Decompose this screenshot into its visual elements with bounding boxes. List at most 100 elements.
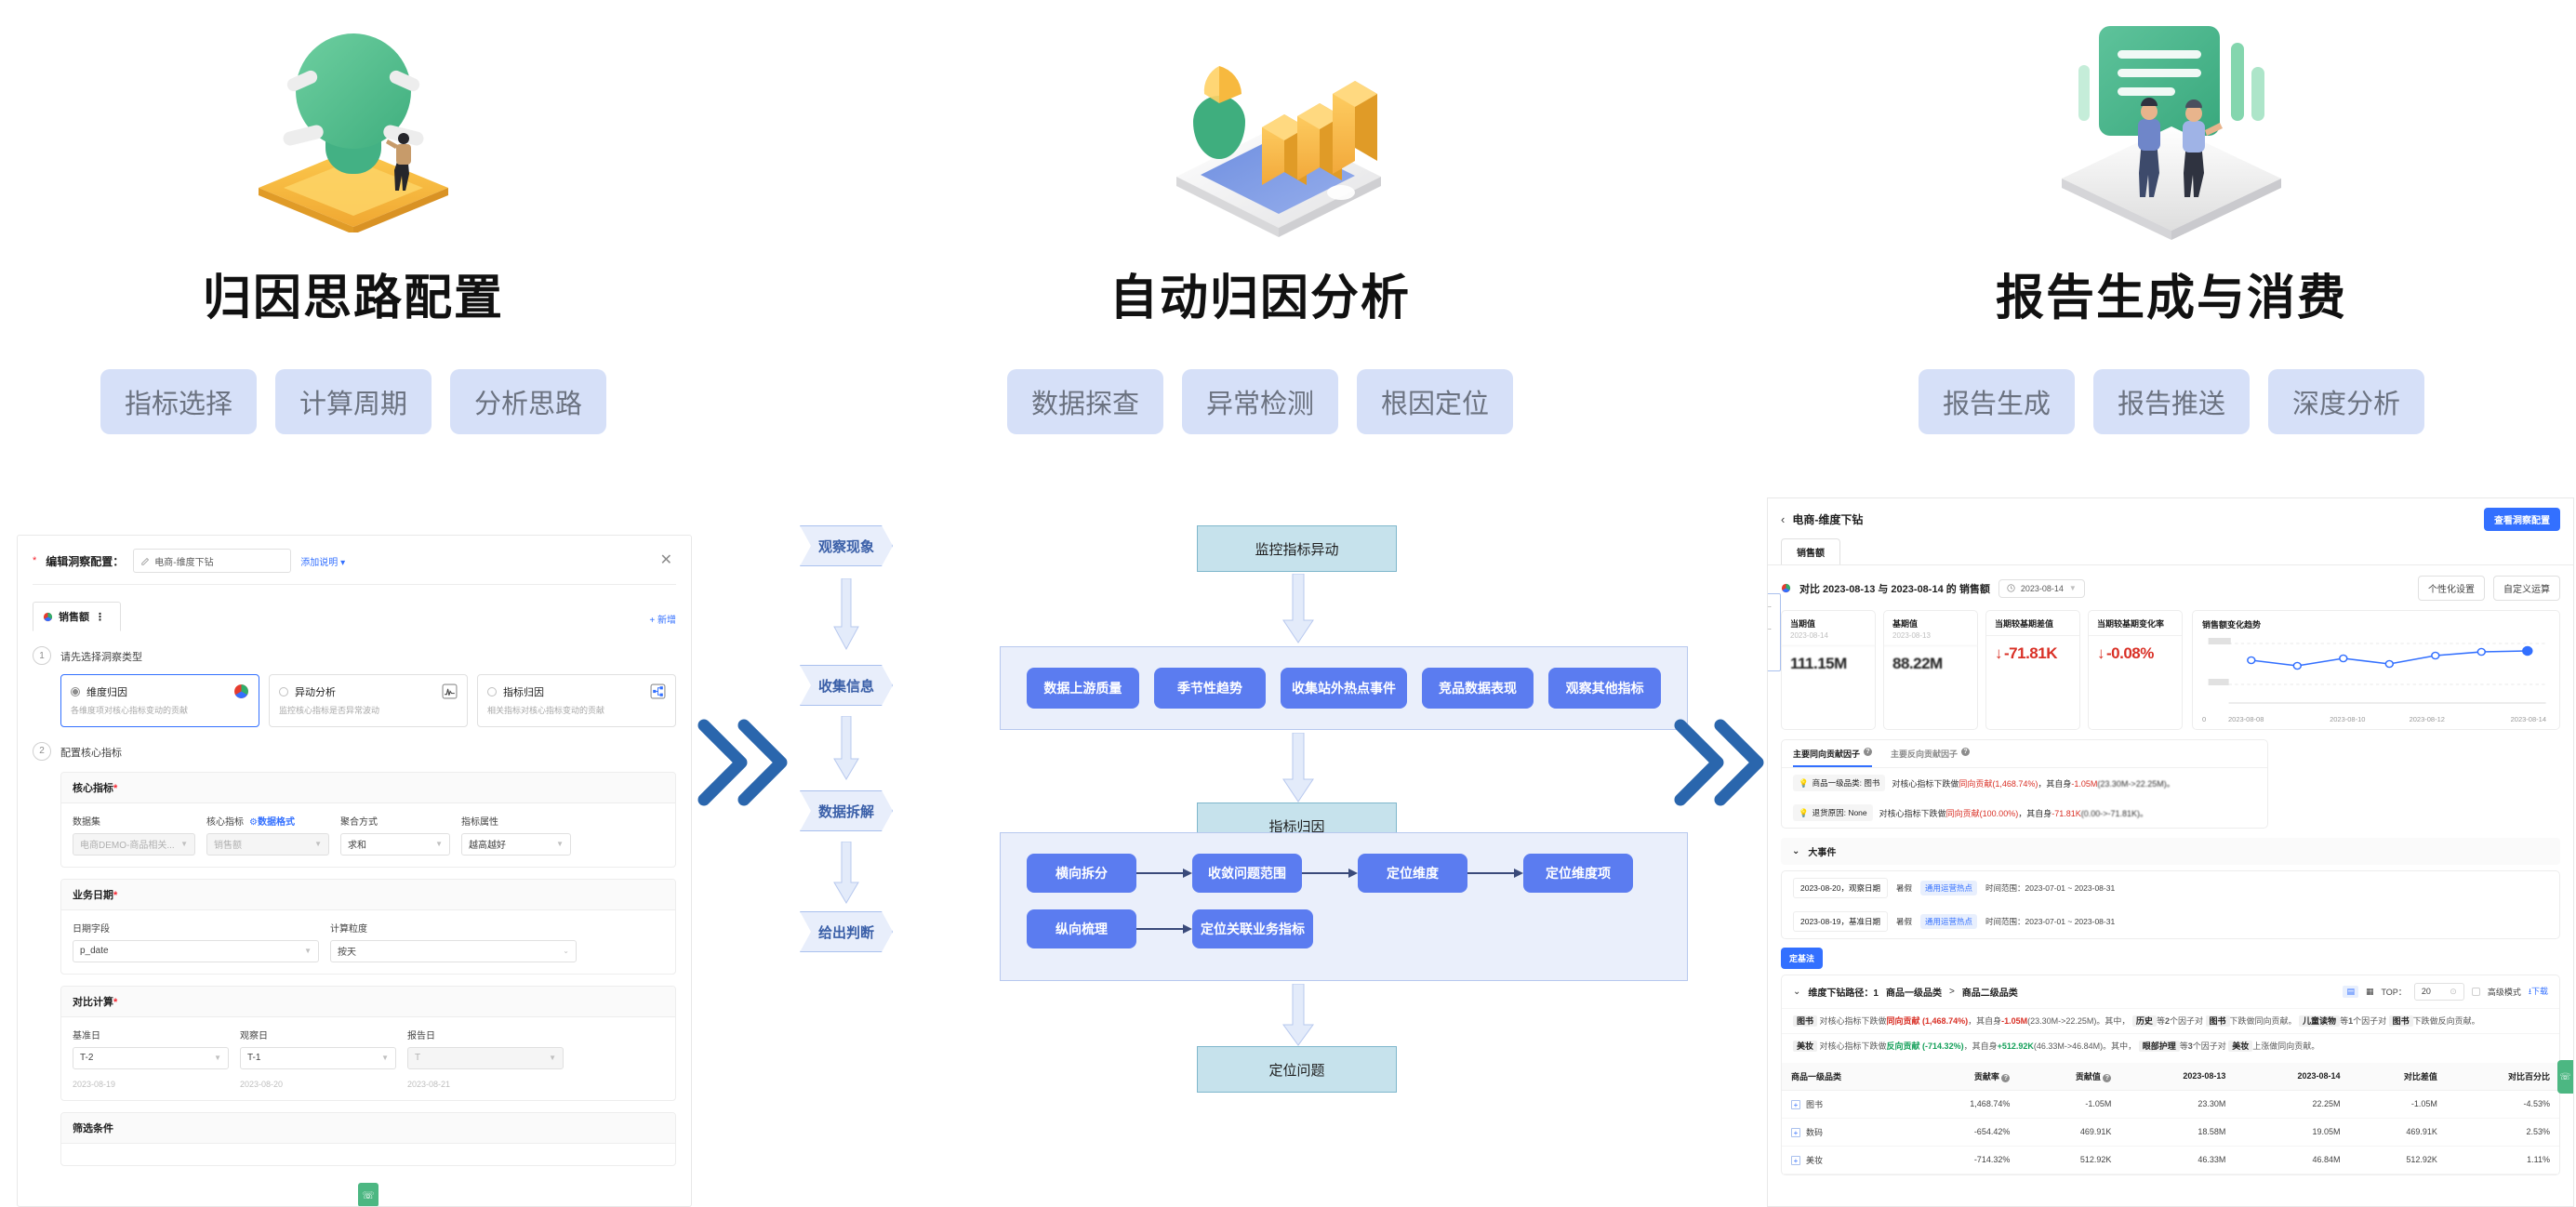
top-input[interactable]: 20⊙ [2413, 983, 2464, 1001]
pill-report-generate[interactable]: 报告生成 [1918, 369, 2075, 434]
radio-dimension-attribution[interactable] [71, 686, 80, 696]
table-row[interactable]: +美妆 -714.32% 512.92K 46.33M 46.84M 512.9… [1782, 1146, 2559, 1174]
field-base-day: 基准日 T-2▼ 2023-08-19 [73, 1028, 229, 1089]
data-format-link[interactable]: ⚙数据格式 [249, 816, 295, 828]
kpi-value: 88.22M [1884, 645, 1977, 683]
kpi-label: 当期较基期变化率 [2097, 619, 2165, 629]
kpi-date: 2023-08-13 [1892, 631, 1931, 640]
field-metric-attr: 指标属性 越高越好▼ [461, 814, 571, 856]
tab-menu-icon[interactable]: ⋮ [95, 611, 105, 623]
granularity-select[interactable]: 按天⌄ [330, 939, 577, 962]
row-d2: 22.25M [2235, 1090, 2350, 1119]
box-comparison: 对比计算* 基准日 T-2▼ 2023-08-19 观察日 T-1▼ [60, 985, 676, 1101]
radio-anomaly-analysis[interactable] [279, 686, 288, 696]
panel-report: 报告生成与消费 报告生成 报告推送 深度分析 ‹ 电商-维度下钻 查看洞察配置 … [1767, 0, 2576, 1207]
events-list: 2023-08-20，观察日期 暑假 通用运营热点 时间范围：2023-07-0… [1781, 870, 2560, 939]
help-icon[interactable]: ? [2001, 1073, 2011, 1082]
table-row[interactable]: +数码 -654.42% 469.91K 18.58M 19.05M 469.9… [1782, 1118, 2559, 1147]
kpi-value-wrap: ↓-0.08% [2089, 635, 2182, 672]
pill-calc-period[interactable]: 计算周期 [274, 369, 432, 434]
aggregation-select[interactable]: 求和▼ [340, 832, 450, 856]
card-dimension-attribution[interactable]: 维度归因 各维度项对核心指标变动的贡献 [60, 674, 259, 727]
step-1-number: 1 [33, 646, 51, 665]
drill-path-label: 维度下钻路径：1 [1808, 988, 1879, 999]
pill-root-cause[interactable]: 根因定位 [1357, 369, 1514, 434]
chevron-left-icon[interactable]: ‹ [1781, 512, 1786, 526]
base-method-button[interactable]: 定基法 [1781, 948, 1824, 969]
help-fab[interactable]: ☏ [2557, 1060, 2573, 1094]
metric-tabs: 销售额 ⋮ + 新增 [33, 602, 676, 631]
row-d2: 19.05M [2235, 1118, 2350, 1147]
tab-sales[interactable]: 销售额 [1781, 538, 1840, 565]
custom-calc-button[interactable]: 自定义运算 [2493, 576, 2560, 601]
card-desc: 监控核心指标是否异常波动 [279, 706, 380, 715]
view-config-button[interactable]: 查看洞察配置 [2484, 508, 2560, 531]
pill-report-push[interactable]: 报告推送 [2092, 369, 2250, 434]
stub-item-2[interactable]: 退... [1767, 625, 1772, 631]
base-day-select[interactable]: T-2▼ [73, 1046, 229, 1069]
stage-tag-collect: 收集信息 [800, 665, 893, 706]
card-desc: 各维度项对核心指标变动的贡献 [71, 706, 189, 715]
step-2-title: 配置核心指标 [60, 747, 122, 759]
row-name: 图书 [1806, 1099, 1824, 1109]
pill-indicator-select[interactable]: 指标选择 [100, 369, 257, 434]
metric-attr-select[interactable]: 越高越好▼ [461, 832, 571, 856]
advanced-mode-checkbox[interactable] [2471, 988, 2480, 996]
advanced-mode-label: 高级模式 [2487, 988, 2521, 997]
report-title: 电商-维度下钻 [1792, 513, 1864, 526]
field-observe-day: 观察日 T-1▼ 2023-08-20 [240, 1028, 396, 1089]
kpi-label: 基期值 [1892, 619, 1919, 629]
events-section-header[interactable]: ⌄ 大事件 [1781, 838, 2560, 865]
card-anomaly-analysis[interactable]: 异动分析 监控核心指标是否异常波动 [269, 674, 468, 727]
report-topbar: ‹ 电商-维度下钻 查看洞察配置 [1768, 498, 2573, 533]
attribution-flowchart: 观察现象 收集信息 数据拆解 给出判断 监控指标异动 数据上游质量 [772, 521, 1748, 1172]
pill-analysis-logic[interactable]: 分析思路 [450, 369, 607, 434]
insight-name-input[interactable]: 电商-维度下钻 [133, 549, 292, 573]
add-metric-button[interactable]: + 新增 [649, 616, 676, 626]
kpi-value: -0.08% [2106, 644, 2154, 662]
observe-day-select[interactable]: T-1▼ [240, 1046, 396, 1069]
field-report-day: 报告日 T▼ 2023-08-21 [407, 1028, 564, 1089]
panel-title: 自动归因分析 [1109, 272, 1411, 325]
download-button[interactable]: ⭳下载 [2528, 986, 2548, 996]
report-day-date: 2023-08-21 [407, 1079, 451, 1089]
arrow-down-stage-1 [831, 577, 861, 653]
tab-negative-factors[interactable]: 主要反向贡献因子? [1891, 748, 1971, 767]
field-core-metric: 核心指标 ⚙数据格式 销售额▼ [206, 814, 329, 856]
card-metric-attribution[interactable]: 指标归因 相关指标对核心指标变动的贡献 [477, 674, 676, 727]
pill-data-exploration[interactable]: 数据探查 [1006, 369, 1163, 434]
add-description-link[interactable]: 添加说明 ▾ [300, 557, 346, 568]
report-day-select[interactable]: T▼ [407, 1046, 564, 1069]
event-tag: 通用运营热点 [1920, 914, 1978, 929]
help-icon[interactable]: ? [1864, 748, 1873, 756]
tab-positive-factors[interactable]: 主要同向贡献因子? [1793, 748, 1873, 767]
feedback-fab[interactable]: ☏ [358, 1183, 378, 1206]
drilldown-card: ⌄ 维度下钻路径：1 商品一级品类 > 商品二级品类 ▤ ▦ TOP： 20⊙ … [1768, 593, 2560, 1175]
events-section-title: 大事件 [1808, 848, 1837, 858]
core-metric-select[interactable]: 销售额▼ [206, 832, 329, 856]
date-field-select[interactable]: p_date▼ [73, 939, 319, 962]
radio-metric-attribution[interactable] [487, 686, 497, 696]
dataset-select[interactable]: 电商DEMO-商品相关...▼ [73, 832, 195, 856]
chart-view-icon[interactable]: ▦ [2365, 987, 2374, 996]
pill-deep-analysis[interactable]: 深度分析 [2268, 369, 2425, 434]
table-row[interactable]: +图书 1,468.74% -1.05M 23.30M 22.25M -1.05… [1782, 1090, 2559, 1119]
close-icon[interactable]: ✕ [659, 552, 672, 568]
drill-path-b: 商品二级品类 [1961, 988, 2018, 999]
help-icon[interactable]: ? [2103, 1073, 2112, 1082]
y-axis-tick-0: 0 [2202, 715, 2207, 723]
dimension-stub-list[interactable]: 商... 退... [1767, 593, 1781, 671]
expand-icon[interactable]: + [1791, 1128, 1800, 1138]
date-picker[interactable]: 2023-08-14 ▼ [1998, 578, 2085, 598]
chevron-down-icon[interactable]: ⌄ [1793, 987, 1801, 997]
arrow-down-stage-2 [831, 715, 861, 783]
stub-item-1[interactable]: 商... [1767, 603, 1772, 609]
expand-icon[interactable]: + [1791, 1156, 1800, 1166]
expand-icon[interactable]: + [1791, 1100, 1800, 1110]
personalize-button[interactable]: 个性化设置 [2418, 576, 2485, 601]
pill-anomaly-detection[interactable]: 异常检测 [1181, 369, 1338, 434]
report-dashboard-screenshot: ‹ 电商-维度下钻 查看洞察配置 销售额 对比 2023-08-13 与 202… [1767, 497, 2574, 1207]
help-icon[interactable]: ? [1961, 748, 1971, 756]
tab-sales[interactable]: 销售额 ⋮ [33, 602, 121, 631]
list-view-icon[interactable]: ▤ [2343, 986, 2358, 998]
